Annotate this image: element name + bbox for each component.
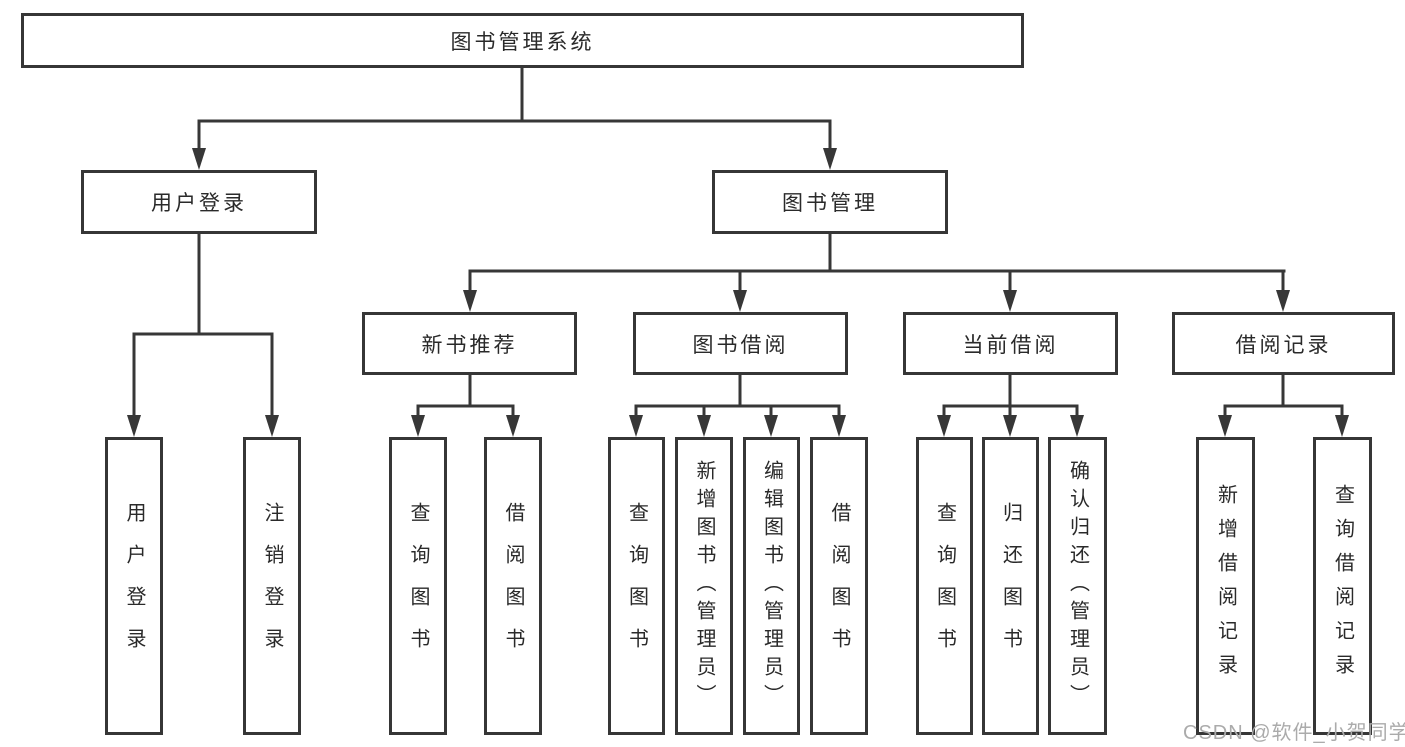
node-book-management: 图书管理 <box>712 170 948 234</box>
leaf-query-books-borrow-label: 查询图书 <box>625 502 648 670</box>
leaf-query-books-recommend-label: 查询图书 <box>407 502 429 670</box>
node-borrow-record: 借阅记录 <box>1172 312 1395 375</box>
leaf-logout: 注销登录 <box>243 437 301 735</box>
node-new-book-recommend-label: 新书推荐 <box>421 333 518 357</box>
leaf-query-borrow-record-label: 查询借阅记录 <box>1331 484 1354 688</box>
node-book-borrow: 图书借阅 <box>633 312 848 375</box>
leaf-query-books-current: 查询图书 <box>916 437 973 735</box>
leaf-borrow-books-recommend-label: 借阅图书 <box>502 502 524 670</box>
leaf-user-login: 用户登录 <box>105 437 163 735</box>
leaf-query-books-current-label: 查询图书 <box>933 502 956 670</box>
leaf-return-books-label: 归还图书 <box>999 502 1022 670</box>
leaf-add-borrow-record: 新增借阅记录 <box>1196 437 1255 735</box>
leaf-borrow-books-recommend: 借阅图书 <box>484 437 542 735</box>
leaf-add-books-admin-label: 新增图书（管理员） <box>693 460 715 712</box>
leaf-add-books-admin: 新增图书（管理员） <box>675 437 733 735</box>
leaf-borrow-books-label: 借阅图书 <box>828 502 850 670</box>
node-new-book-recommend: 新书推荐 <box>362 312 577 375</box>
leaf-edit-books-admin: 编辑图书（管理员） <box>743 437 800 735</box>
node-book-borrow-label: 图书借阅 <box>692 333 789 357</box>
leaf-logout-label: 注销登录 <box>261 502 283 670</box>
leaf-add-borrow-record-label: 新增借阅记录 <box>1214 484 1237 688</box>
node-user-login: 用户登录 <box>81 170 317 234</box>
leaf-confirm-return-admin: 确认归还（管理员） <box>1048 437 1107 735</box>
node-current-borrow: 当前借阅 <box>903 312 1118 375</box>
node-current-borrow-label: 当前借阅 <box>962 333 1059 357</box>
node-root-system: 图书管理系统 <box>21 13 1024 68</box>
node-borrow-record-label: 借阅记录 <box>1235 333 1332 357</box>
leaf-edit-books-admin-label: 编辑图书（管理员） <box>760 460 783 712</box>
node-root-label: 图书管理系统 <box>450 30 595 54</box>
arrowheads <box>127 148 1349 437</box>
node-user-login-label: 用户登录 <box>151 192 247 215</box>
leaf-return-books: 归还图书 <box>982 437 1039 735</box>
leaf-query-books-borrow: 查询图书 <box>608 437 665 735</box>
leaf-borrow-books: 借阅图书 <box>810 437 868 735</box>
leaf-user-login-label: 用户登录 <box>123 502 145 670</box>
leaf-query-books-recommend: 查询图书 <box>389 437 447 735</box>
node-book-management-label: 图书管理 <box>782 192 878 215</box>
leaf-confirm-return-admin-label: 确认归还（管理员） <box>1066 460 1089 712</box>
csdn-watermark: CSDN @软件_小贺同学 <box>1183 722 1405 744</box>
leaf-query-borrow-record: 查询借阅记录 <box>1313 437 1372 735</box>
